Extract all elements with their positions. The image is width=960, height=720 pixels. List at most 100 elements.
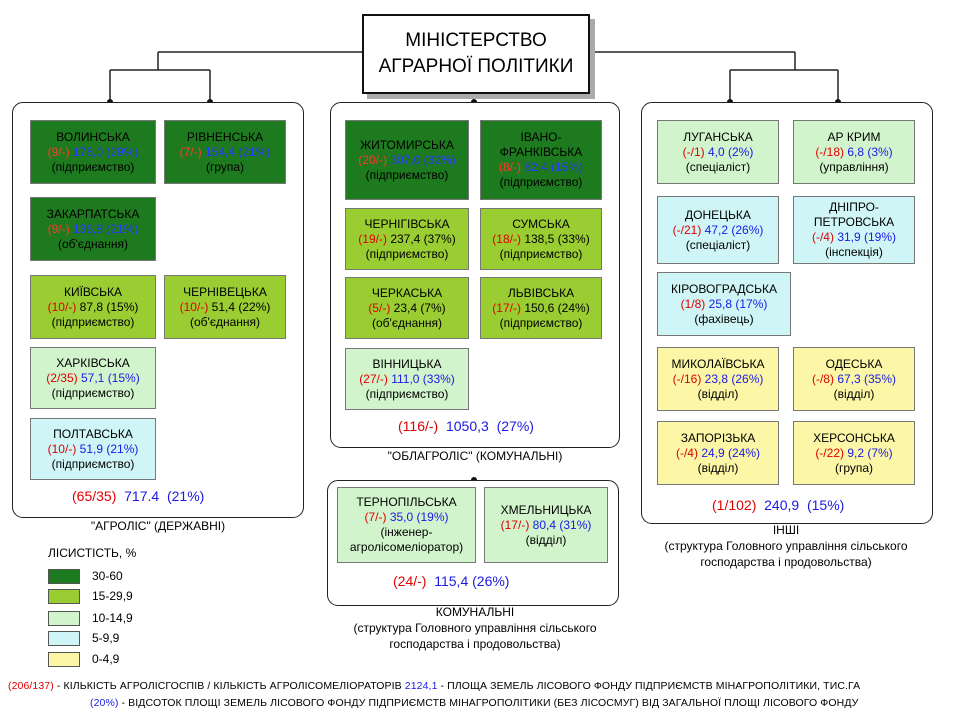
region-name: АР КРИМ: [827, 129, 881, 144]
region-count: (2/35): [46, 370, 78, 385]
region-count: (-/8): [811, 371, 834, 386]
region-type: (підприємство): [499, 246, 583, 261]
region-value: 9,2 (7%): [847, 445, 893, 460]
region-type: (відділ): [697, 386, 739, 401]
region-type: (група): [834, 460, 874, 475]
region-name: ДОНЕЦЬКА: [685, 207, 751, 222]
region-value: 307,0 (32%): [390, 152, 456, 167]
region-box-chernihivska: ЧЕРНІГІВСЬКА (19/-) 237,4 (37%) (підприє…: [345, 208, 469, 270]
region-value: 6,8 (3%): [847, 144, 893, 159]
region-box-ivano-frankivska: ІВАНО- ФРАНКІВСЬКА (8/-) 82,4 (15%) (під…: [480, 120, 602, 200]
legend-label: 15-29,9: [92, 589, 133, 603]
komunalni-total: (24/-) 115,4 (26%): [393, 573, 509, 589]
legend-swatch-5-9: [48, 631, 80, 646]
region-box-mykolaivska: МИКОЛАЇВСЬКА (-/16) 23,8 (26%) (відділ): [657, 347, 779, 411]
region-name-line2: ПЕТРОВСЬКА: [813, 215, 895, 229]
region-count: (10/-): [47, 299, 77, 314]
region-type: (спеціаліст): [685, 159, 751, 174]
region-type: (підприємство): [365, 167, 449, 182]
region-type: (відділ): [697, 460, 739, 475]
region-type: (фахівець): [694, 311, 754, 326]
region-box-cherkaska: ЧЕРКАСЬКА (5/-) 23,4 (7%) (об'єднання): [345, 277, 469, 339]
region-count: (10/-): [179, 299, 209, 314]
region-type: (управління): [819, 159, 889, 174]
ministry-title-line2: АГРАРНОЇ ПОЛІТИКИ: [378, 56, 574, 77]
footnote-code: 2124,1: [404, 680, 438, 692]
region-value: 24,9 (24%): [701, 445, 761, 460]
total-pct: (21%): [166, 488, 205, 504]
region-stats: (-/16) 23,8 (26%): [660, 372, 776, 387]
region-name: ЛЬВІВСЬКА: [507, 285, 575, 300]
region-type-line2: агролісомеліоратор): [349, 540, 464, 554]
region-type: (підприємство): [365, 386, 449, 401]
region-name: СУМСЬКА: [512, 216, 570, 231]
region-stats: (-/8) 67,3 (35%): [796, 372, 912, 387]
inshi-caption: ІНШІ (структура Головного управління сіл…: [630, 522, 942, 570]
caption-line1: КОМУНАЛЬНІ: [435, 605, 515, 619]
region-box-zhytomyrska: ЖИТОМИРСЬКА (20/-) 307,0 (32%) (підприєм…: [345, 120, 469, 200]
region-stats: (17/-) 80,4 (31%): [487, 518, 605, 533]
total-count: (1/102): [712, 497, 757, 513]
region-name: ВОЛИНСЬКА: [56, 129, 130, 144]
region-value: 4,0 (2%): [707, 144, 754, 159]
region-box-khersonska: ХЕРСОНСЬКА (-/22) 9,2 (7%) (група): [793, 421, 915, 485]
region-box-luhanska: ЛУГАНСЬКА (-/1) 4,0 (2%) (спеціаліст): [657, 120, 779, 184]
region-count: (7/-): [179, 144, 202, 159]
region-count: (10/-): [47, 441, 77, 456]
region-stats: (2/35) 57,1 (15%): [33, 371, 153, 386]
region-name: КИЇВСЬКА: [63, 284, 123, 299]
region-stats: (-/21) 47,2 (26%): [660, 223, 776, 238]
region-box-ar-krym: АР КРИМ (-/18) 6,8 (3%) (управління): [793, 120, 915, 184]
total-count: (116/-): [398, 418, 439, 434]
region-count: (19/-): [358, 231, 387, 246]
region-value: 23,8 (26%): [704, 371, 764, 386]
region-name: ВІННИЦЬКА: [372, 356, 442, 371]
region-name: ОДЕСЬКА: [825, 356, 883, 371]
region-value: 35,0 (19%): [389, 510, 449, 524]
agrolis-caption: "АГРОЛІС" (ДЕРЖАВНІ): [90, 519, 226, 533]
total-pct: (27%): [496, 418, 534, 434]
region-count: (17/-): [492, 300, 521, 315]
region-count: (-/16): [672, 371, 702, 386]
region-box-sumska: СУМСЬКА (18/-) 138,5 (33%) (підприємство…: [480, 208, 602, 270]
region-value: 25,8 (17%): [708, 296, 768, 311]
region-box-kharkivska: ХАРКІВСЬКА (2/35) 57,1 (15%) (підприємст…: [30, 347, 156, 409]
region-value: 82,4 (15%): [524, 160, 584, 174]
caption-line3: господарства і продовольства): [389, 637, 561, 651]
footnote-counts: (206/137) - КІЛЬКІСТЬ АГРОЛІСГОСПІВ / КІ…: [8, 680, 860, 692]
region-name: КІРОВОГРАДСЬКА: [670, 281, 778, 296]
region-name: ПОЛТАВСЬКА: [53, 426, 133, 441]
region-value: 67,3 (35%): [837, 371, 897, 386]
caption-line3: господарства і продовольства): [700, 555, 872, 569]
region-count: (5/-): [368, 300, 391, 315]
region-count: (-/18): [815, 144, 844, 159]
caption-line2: (структура Головного управління сільсько…: [664, 539, 908, 553]
region-stats: (7/-) 35,0 (19%): [340, 510, 473, 525]
region-stats: (20/-) 307,0 (32%): [348, 153, 466, 168]
total-count: (65/35): [72, 488, 117, 504]
region-name: ХМЕЛЬНИЦЬКА: [500, 502, 592, 517]
region-name: ХЕРСОНСЬКА: [813, 430, 895, 445]
region-name: ЛУГАНСЬКА: [683, 129, 753, 144]
region-box-zakarpatska: ЗАКАРПАТСЬКА (9/-) 136,8 (21%) (об'єднан…: [30, 197, 156, 261]
region-stats: (8/-) 82,4 (15%): [483, 160, 599, 175]
region-count: (27/-): [359, 371, 388, 386]
region-name: ЧЕРКАСЬКА: [371, 285, 443, 300]
region-value: 178,0 (29%): [72, 144, 139, 159]
legend-label: 0-4,9: [92, 652, 120, 666]
region-box-chernivetska: ЧЕРНІВЕЦЬКА (10/-) 51,4 (22%) (об'єднанн…: [164, 275, 286, 339]
caption-line1: ІНШІ: [772, 523, 800, 537]
region-count: (1/8): [680, 296, 706, 311]
region-value: 111,0 (33%): [391, 371, 455, 386]
region-type: (підприємство): [365, 246, 449, 261]
footnote-text: - КІЛЬКІСТЬ АГРОЛІСГОСПІВ / КІЛЬКІСТЬ АГ…: [56, 680, 402, 692]
total-pct: (15%): [806, 497, 845, 513]
total-value: 1050,3: [445, 418, 489, 434]
ministry-title-line1: МІНІСТЕРСТВО: [405, 30, 547, 51]
agrolis-total: (65/35) 717.4 (21%): [72, 488, 204, 504]
region-type: (підприємство): [51, 385, 135, 400]
total-value: 115,4 (26%): [434, 573, 510, 589]
region-box-ternopilska: ТЕРНОПІЛЬСЬКА (7/-) 35,0 (19%) (інженер-…: [337, 487, 476, 563]
legend-swatch-0-4: [48, 652, 80, 667]
region-count: (9/-): [47, 144, 70, 159]
